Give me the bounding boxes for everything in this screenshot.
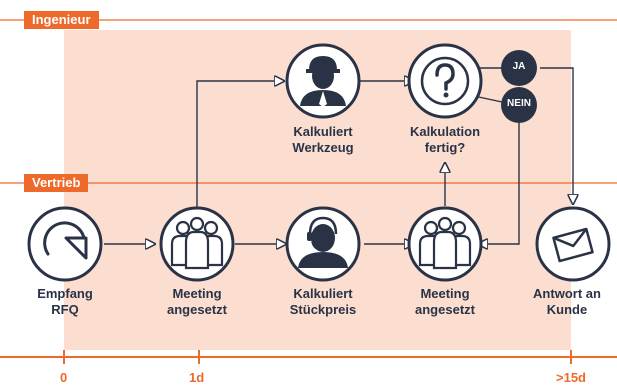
rfq-node (27, 206, 103, 282)
label-tool-line2: Werkzeug (292, 140, 354, 155)
label-answer-line2: Kunde (546, 302, 588, 317)
ja-label: JA (512, 61, 526, 72)
label-rfq-line1: Empfang (37, 286, 93, 301)
envelope-icon (552, 227, 594, 263)
label-meeting2-line2: angesetzt (415, 302, 475, 317)
label-answer: Antwort an Kunde (507, 286, 617, 318)
question-icon (420, 56, 470, 106)
label-meeting1-line1: Meeting (172, 286, 222, 301)
label-decision: Kalkulation fertig? (385, 124, 505, 156)
lane-label-engineer: Ingenieur (24, 11, 99, 29)
ja-badge (501, 50, 537, 86)
label-tool: Kalkuliert Werkzeug (263, 124, 383, 156)
label-meeting2-line1: Meeting (420, 286, 470, 301)
label-price-line1: Kalkuliert (293, 286, 353, 301)
label-rfq-line2: RFQ (51, 302, 79, 317)
arrow-ja-answer (540, 67, 573, 204)
tick-label-15d: >15d (556, 370, 586, 385)
label-price: Kalkuliert Stückpreis (263, 286, 383, 318)
lane-label-sales: Vertrieb (24, 174, 89, 192)
label-price-line2: Stückpreis (289, 302, 357, 317)
tick-label-1d: 1d (189, 370, 205, 385)
arrow-meeting-tool (196, 81, 284, 208)
arrow-nein-meeting2 (478, 122, 520, 244)
decision-node (407, 43, 483, 119)
sales-agent-icon (298, 216, 348, 268)
group-icon (418, 216, 472, 270)
label-rfq: Empfang RFQ (5, 286, 125, 318)
label-meeting2: Meeting angesetzt (385, 286, 505, 318)
label-answer-line1: Antwort an (533, 286, 601, 301)
label-decision-line1: Kalkulation (409, 124, 481, 139)
nein-badge (501, 87, 537, 123)
label-tool-line1: Kalkuliert (293, 124, 353, 139)
engineer-icon (300, 56, 346, 107)
label-meeting1: Meeting angesetzt (137, 286, 257, 318)
refresh-icon (43, 221, 88, 260)
label-meeting1-line2: angesetzt (167, 302, 227, 317)
tick-label-0: 0 (60, 370, 68, 385)
nein-label: NEIN (507, 98, 531, 109)
label-decision-line2: fertig? (424, 140, 466, 155)
group-icon (170, 216, 224, 270)
